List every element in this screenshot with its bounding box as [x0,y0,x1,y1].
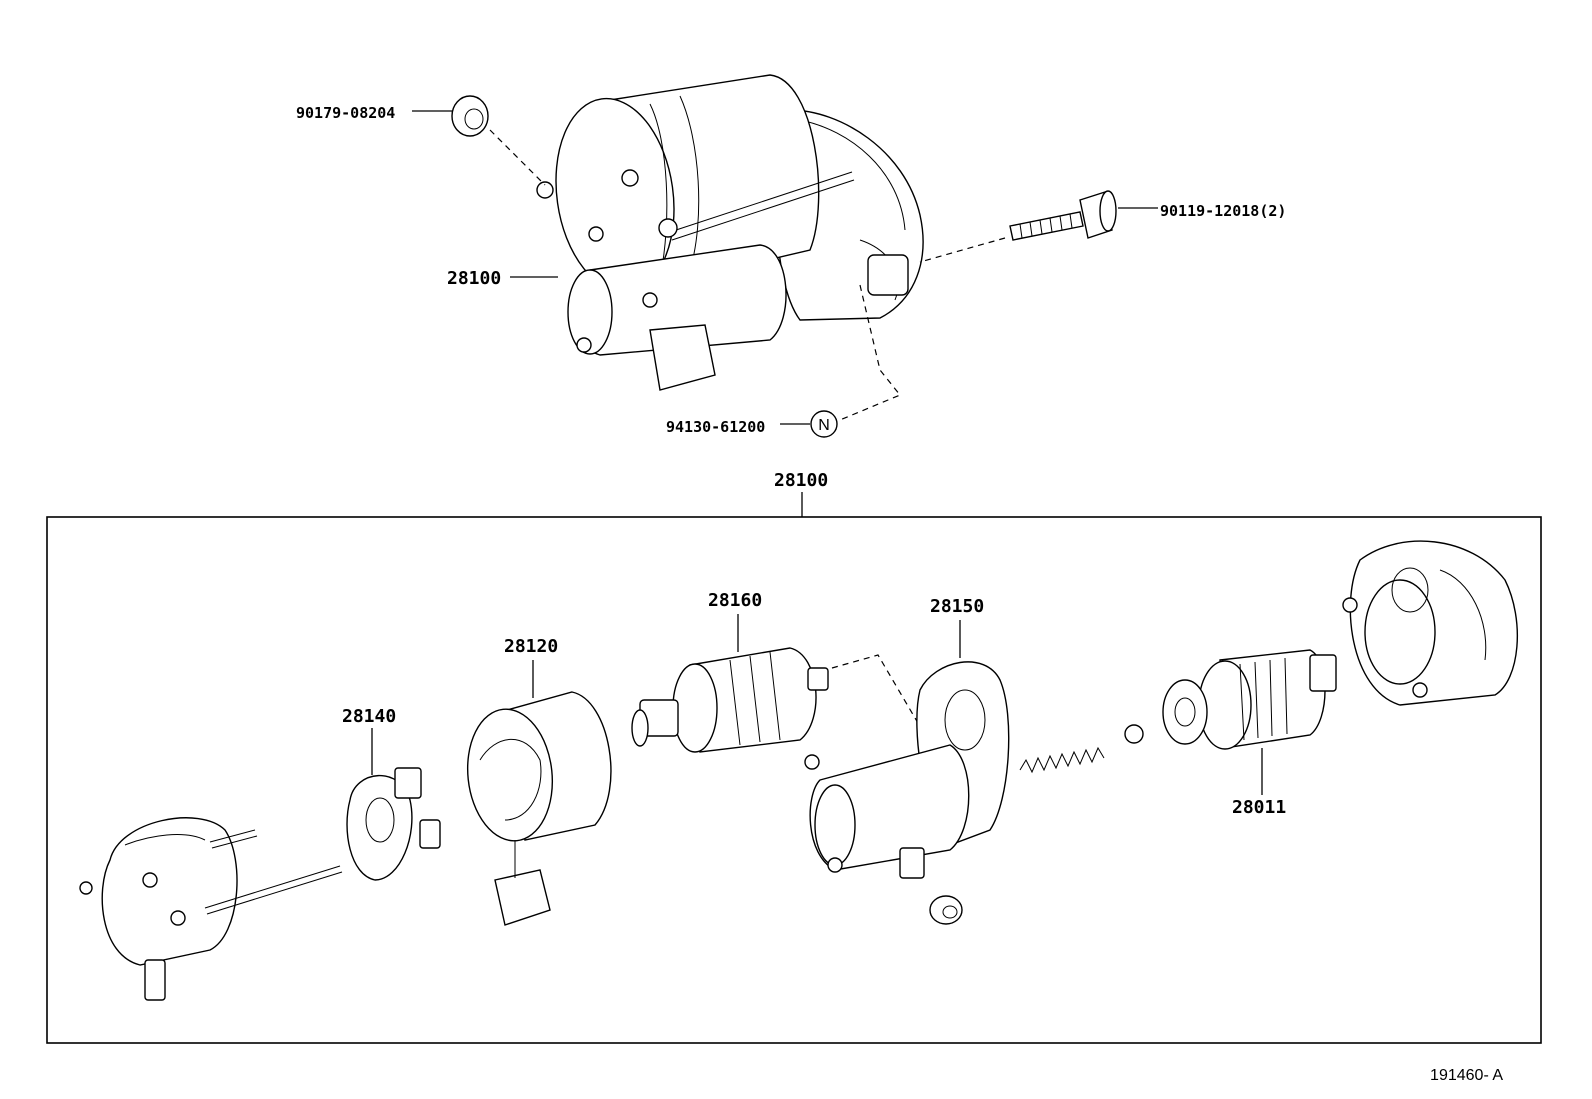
label-90179-08204: 90179-08204 [296,104,395,122]
end-cover-illustration [79,817,343,1001]
brush-holder-illustration: 28140 [342,706,441,881]
exploded-view-frame [46,516,1542,1044]
label-28100-assembly: 28100 [774,470,828,491]
nut-icon [451,95,489,137]
callout-starter-top: 28100 [447,268,558,289]
armature-illustration: 28160 [631,590,829,753]
label-94130-61200: 94130-61200 [666,418,765,436]
label-28160: 28160 [708,590,762,611]
label-90119-12018: 90119-12018(2) [1160,202,1286,220]
steel-ball-icon [1124,724,1144,744]
starter-clutch-illustration: 28011 [1162,649,1337,818]
bolt-icon [1009,190,1117,241]
n-symbol-icon: N [810,410,838,438]
spring-icon [1019,746,1105,774]
assembly-callout: 28100 [774,470,828,517]
label-28140: 28140 [342,706,396,727]
figure-reference: 191460- A [1430,1067,1503,1084]
label-28150: 28150 [930,596,984,617]
drive-housing-illustration [1342,540,1519,706]
callout-nut-90179: 90179-08204 [296,95,546,186]
boot-icon [929,895,963,925]
label-28011: 28011 [1232,797,1286,818]
label-28120: 28120 [504,636,558,657]
callout-nut-94130: 94130-61200 N [666,284,901,438]
commutator-frame-illustration: 28150 [804,596,1010,879]
callout-bolt-90119: 90119-12018(2) [919,190,1286,263]
label-28100-top: 28100 [447,268,501,289]
yoke-illustration: 28120 [466,636,612,926]
n-symbol-text: N [818,417,830,434]
starter-assembly-illustration [536,74,924,391]
